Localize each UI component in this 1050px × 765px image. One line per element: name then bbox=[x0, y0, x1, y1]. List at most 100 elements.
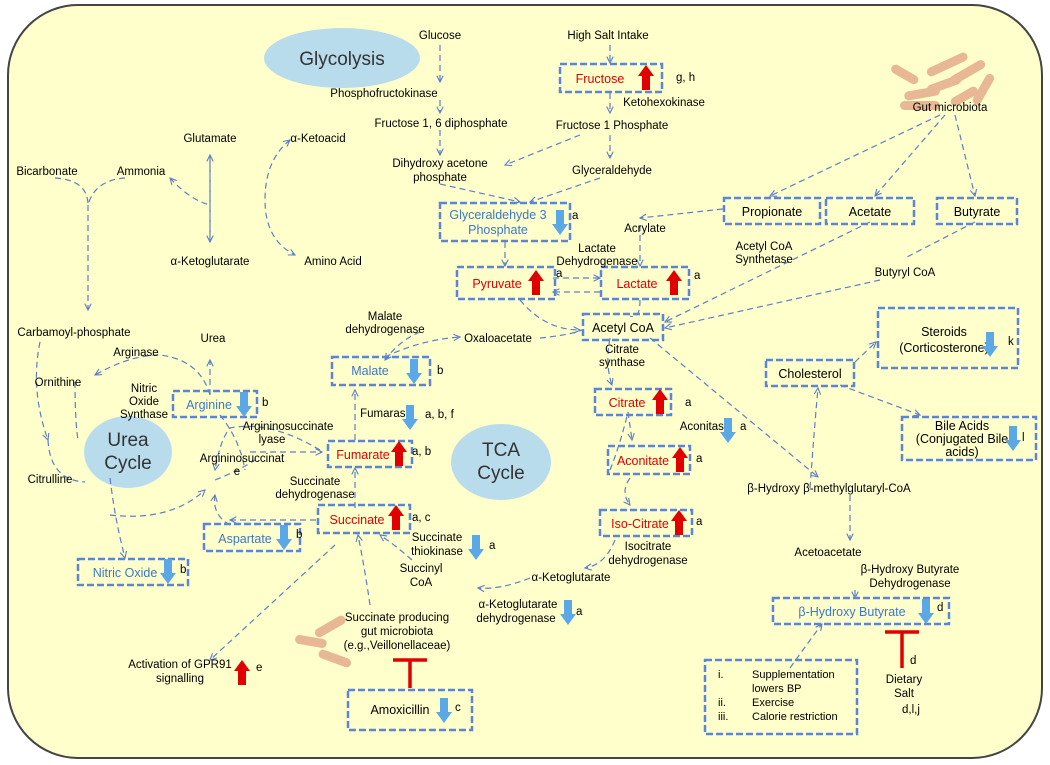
ldh-label-1: Lactate bbox=[578, 243, 616, 255]
citrate-synthase-label-2: synthase bbox=[599, 357, 645, 369]
mdh-label-1: Malate bbox=[368, 311, 403, 323]
bhbd-label-1: β-Hydroxy Butyrate bbox=[861, 564, 960, 576]
alpha-ketoacid-label: α-Ketoacid bbox=[290, 133, 345, 145]
tca-cycle-ellipse: TCA Cycle bbox=[451, 424, 551, 500]
gut-microbiota-label: Gut microbiota bbox=[913, 102, 988, 114]
urea-cycle-ellipse: Urea Cycle bbox=[84, 416, 172, 488]
succinate-box bbox=[316, 503, 412, 535]
inhibition-icon bbox=[393, 658, 427, 688]
ref-citrate: a bbox=[685, 397, 692, 409]
bacteria-icon bbox=[295, 615, 352, 668]
succinyl-coa-label-1: Succinyl bbox=[400, 563, 443, 575]
urea-cycle-label-1: Urea bbox=[107, 430, 149, 451]
aspartate-text: Aspartate bbox=[218, 532, 272, 546]
aconitate-up-arrow-icon bbox=[672, 447, 688, 472]
succ-thiokinase-down-arrow-icon bbox=[468, 535, 484, 560]
malate-down-arrow-icon bbox=[406, 359, 422, 384]
ref-aconitase: a bbox=[740, 421, 747, 433]
dhap-label-2: phosphate bbox=[413, 172, 467, 184]
fumarate-box bbox=[326, 439, 414, 469]
ref-g3p: a bbox=[572, 210, 579, 222]
ref-gpr91: e bbox=[256, 662, 262, 674]
pyruvate-up-arrow-icon bbox=[528, 270, 544, 295]
nos-label-1: Nitric bbox=[131, 383, 157, 395]
arginine-text: Arginine bbox=[186, 398, 232, 412]
ref-malate: b bbox=[437, 365, 443, 377]
citrate-box bbox=[593, 387, 673, 417]
nitric-oxide-box bbox=[76, 557, 190, 587]
tca-cycle-label-2: Cycle bbox=[477, 463, 525, 484]
urea-label: Urea bbox=[201, 333, 227, 345]
ref-fumarase: a, b, f bbox=[425, 409, 455, 421]
tca-cycle-label-1: TCA bbox=[482, 440, 520, 461]
sdh-label-1: Succinate bbox=[290, 476, 341, 488]
succinate-up-arrow-icon bbox=[388, 505, 404, 530]
gpr91-label-1: Activation of GPR91 bbox=[128, 659, 232, 671]
succ-thiokinase-label-1: Succinate bbox=[412, 532, 463, 544]
dhap-label-1: Dihydroxy acetone bbox=[392, 158, 487, 170]
intervention-text-2: Exercise bbox=[752, 697, 794, 709]
acetyl-coa-text: Acetyl CoA bbox=[592, 321, 654, 335]
butyrate-box bbox=[935, 196, 1019, 226]
ref-arginine: b bbox=[262, 397, 268, 409]
g3p-text-1: Glyceraldehyde 3 bbox=[449, 208, 546, 222]
lactate-text: Lactate bbox=[616, 277, 657, 291]
acrylate-label: Acrylate bbox=[624, 223, 666, 235]
acs-label-2: Synthetase bbox=[735, 254, 793, 266]
pathway-arrows bbox=[35, 45, 975, 669]
hmg-label: β-Hydroxy β-methylglutaryl-CoA bbox=[747, 483, 911, 495]
alpha-kg-label: α-Ketoglutarate bbox=[532, 572, 611, 584]
interventions-box bbox=[703, 658, 859, 736]
fructose-text: Fructose bbox=[576, 72, 625, 86]
iso-citrate-up-arrow-icon bbox=[671, 510, 687, 535]
fructose-up-arrow-icon bbox=[638, 65, 654, 90]
bile-acids-text-3: acids) bbox=[945, 445, 978, 459]
acs-label-1: Acetyl CoA bbox=[736, 241, 793, 253]
amoxicillin-box bbox=[346, 688, 474, 732]
as-lyase-label-2: lyase bbox=[259, 434, 286, 446]
dietary-salt-label-1: Dietary bbox=[886, 674, 923, 686]
ref-succ-thiokinase: a bbox=[489, 540, 496, 552]
ref-pyruvate: a bbox=[556, 268, 563, 280]
succinyl-coa-label-2: CoA bbox=[410, 577, 433, 589]
glycolysis-label: Glycolysis bbox=[299, 49, 385, 70]
ketohexokinase-label: Ketohexokinase bbox=[623, 97, 705, 109]
aspartate-down-arrow-icon bbox=[276, 525, 292, 550]
ref-fructose: g, h bbox=[676, 72, 695, 84]
argininosuccinate-label-1: Argininosuccinat bbox=[200, 453, 285, 465]
arginine-box bbox=[171, 389, 259, 419]
malate-text: Malate bbox=[351, 364, 389, 378]
glutamate-label: Glutamate bbox=[183, 133, 236, 145]
ornithine-label: Ornithine bbox=[35, 377, 82, 389]
akgdh-down-arrow-icon bbox=[560, 600, 576, 625]
pfk-label: Phosphofructokinase bbox=[330, 88, 437, 100]
amoxicillin-text: Amoxicillin bbox=[370, 703, 429, 717]
intervention-text-1b: lowers BP bbox=[752, 683, 802, 695]
arginase-label: Arginase bbox=[113, 347, 158, 359]
ref-dietary-salt: d bbox=[910, 655, 916, 667]
ammonia-label: Ammonia bbox=[117, 166, 166, 178]
fumarate-up-arrow-icon bbox=[391, 441, 407, 466]
aconitase-label: Aconitase bbox=[680, 421, 731, 433]
amoxicillin-down-arrow-icon bbox=[436, 698, 452, 723]
mdh-label-2: dehydrogenase bbox=[345, 324, 424, 336]
idh-label-2: dehydrogenase bbox=[608, 555, 687, 567]
iso-citrate-box bbox=[598, 508, 694, 538]
aspartate-box bbox=[202, 522, 302, 553]
succ-microbiota-label-3: (e.g.,Veillonellaceae) bbox=[344, 640, 451, 652]
nitric-oxide-text: Nitric Oxide bbox=[93, 566, 158, 580]
lactate-box bbox=[599, 265, 691, 301]
nos-label-2: Oxide bbox=[129, 396, 159, 408]
succinate-text: Succinate bbox=[330, 513, 385, 527]
succ-microbiota-label-1: Succinate producing bbox=[345, 612, 449, 624]
gpr91-label-2: signalling bbox=[156, 673, 204, 685]
intervention-marker-3: iii. bbox=[718, 711, 728, 723]
propionate-box bbox=[722, 196, 822, 226]
fumarate-text: Fumarate bbox=[336, 448, 390, 462]
butyryl-coa-label: Butyryl CoA bbox=[875, 267, 936, 279]
aconitate-text: Aconitate bbox=[617, 454, 669, 468]
propionate-text: Propionate bbox=[742, 205, 803, 219]
as-lyase-label-1: Argininosuccinate bbox=[243, 421, 334, 433]
ref-lactate: a bbox=[694, 270, 701, 282]
